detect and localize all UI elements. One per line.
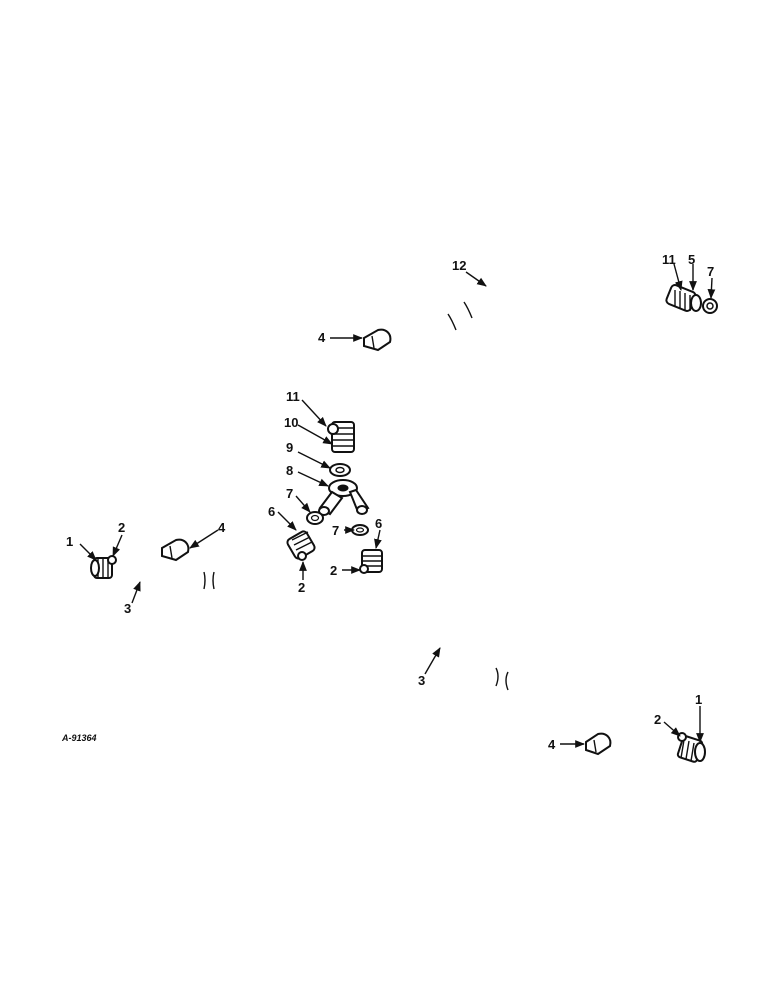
clamp-4-left (161, 538, 190, 562)
y-fitting-8 (318, 479, 370, 516)
clamp-4-bottom (585, 732, 612, 756)
callout-4-top: 4 (318, 330, 326, 345)
callout-1-left: 1 (66, 534, 73, 549)
callout-2-midleft: 2 (298, 580, 305, 595)
callout-6-left: 6 (268, 504, 275, 519)
seal-7-mid (351, 524, 369, 536)
right-hose-end-fitting (676, 732, 706, 763)
upper-right-fitting (665, 284, 718, 314)
callout-5: 5 (688, 252, 695, 267)
callout-2-right-top: 2 (330, 563, 337, 578)
right-hose-upper-fitting (359, 549, 383, 574)
callout-4-left: 4 (218, 520, 226, 535)
callout-6-right: 6 (375, 516, 382, 531)
upper-tube (335, 248, 681, 436)
callout-4-bottom: 4 (548, 737, 556, 752)
seal-7-left (306, 511, 324, 525)
callout-11-right: 11 (662, 252, 676, 267)
callout-2-left: 2 (118, 520, 125, 535)
left-hose (98, 542, 302, 590)
callout-2-right-bottom: 2 (654, 712, 661, 727)
clamp-4-top (363, 328, 392, 352)
callout-11-left: 11 (286, 389, 300, 404)
left-hose-upper-fitting (286, 530, 316, 561)
callout-3-left: 3 (124, 601, 131, 616)
callout-7-right: 7 (707, 264, 714, 279)
callout-12: 12 (452, 258, 466, 273)
upper-tube-lower-fitting (327, 421, 355, 453)
callout-9: 9 (286, 440, 293, 455)
callout-1-right: 1 (695, 692, 702, 707)
callout-labels: 1 2 3 4 6 2 7 8 9 10 11 4 12 11 5 7 7 6 … (66, 252, 714, 752)
callout-8: 8 (286, 463, 293, 478)
left-hose-end-fitting (90, 555, 117, 579)
callout-7-left: 7 (286, 486, 293, 501)
callout-10: 10 (284, 415, 298, 430)
right-hose (366, 562, 696, 754)
figure-reference: A-91364 (61, 733, 97, 743)
leader-lines (79, 263, 716, 748)
callout-3-right: 3 (418, 673, 425, 688)
washer-9 (329, 463, 351, 477)
callout-7-mid: 7 (332, 523, 339, 538)
